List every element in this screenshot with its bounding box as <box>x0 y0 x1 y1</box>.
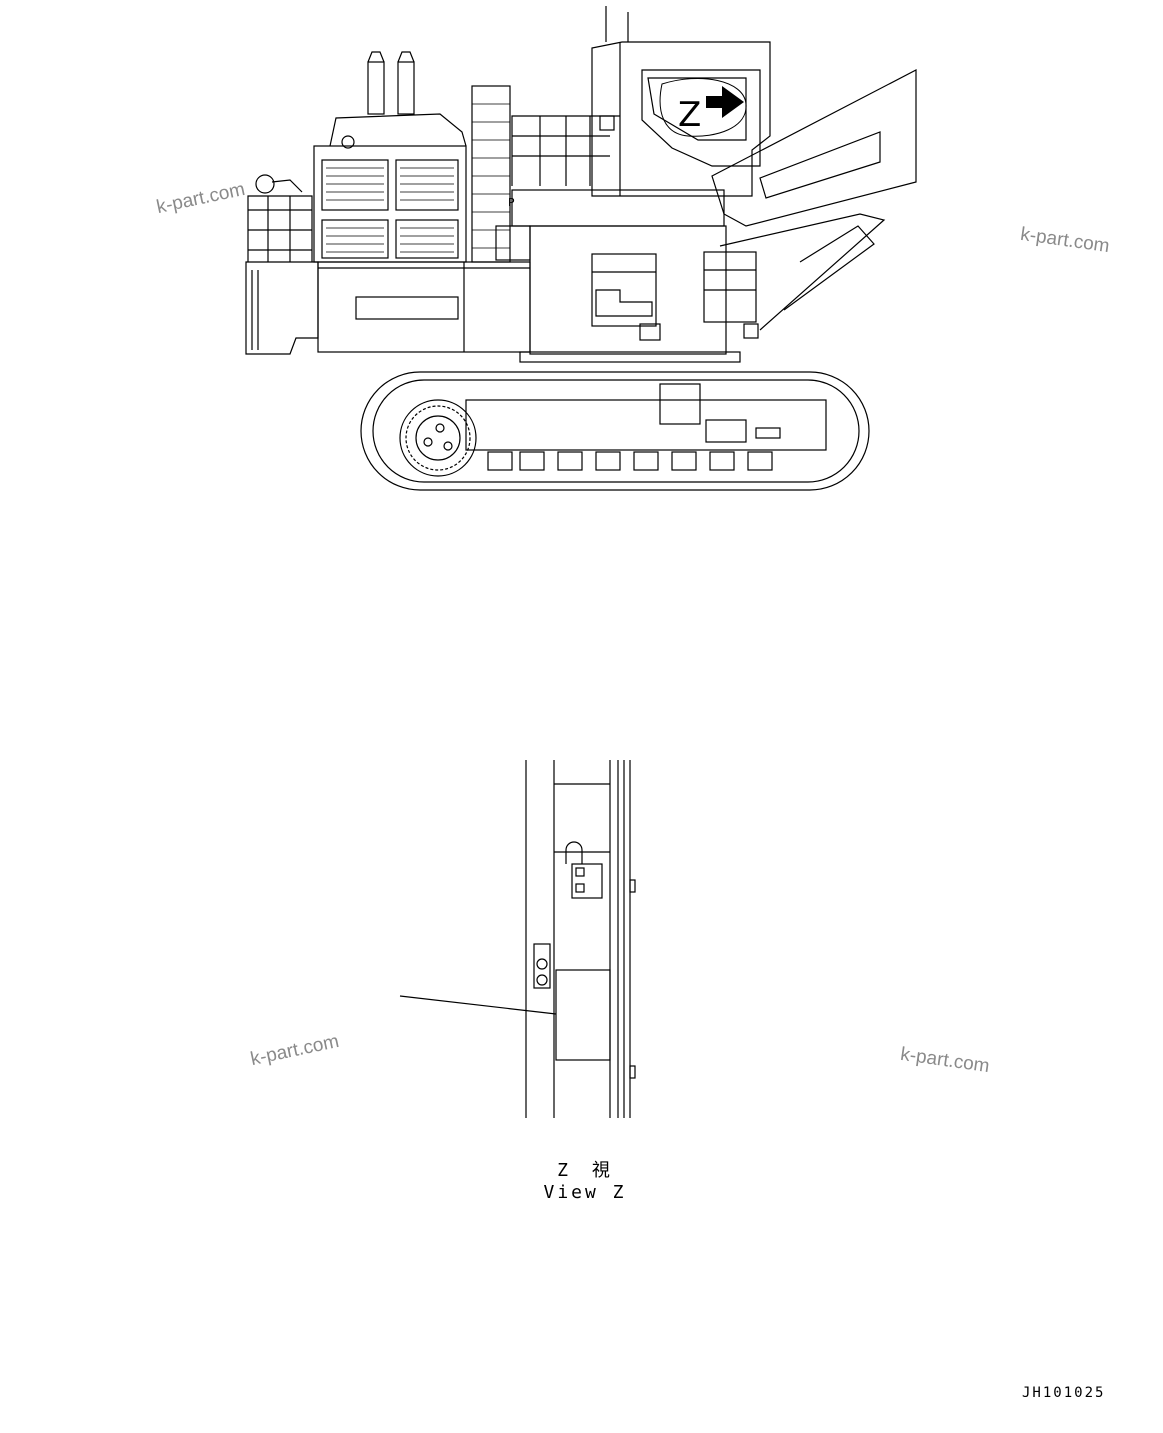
drawing-code: JH101025 <box>1022 1385 1106 1401</box>
label-plate-target <box>555 969 611 1061</box>
view-caption-en: View Z <box>543 1182 627 1203</box>
excavator-side-view: Z P <box>245 6 917 491</box>
leader-line <box>399 995 557 1015</box>
callout-letter-z: Z <box>678 95 701 135</box>
view-caption-jp: Z 視 <box>557 1160 613 1181</box>
view-z-detail <box>399 760 636 1118</box>
svg-text:P: P <box>508 196 515 209</box>
arrow-right-icon <box>706 86 744 118</box>
